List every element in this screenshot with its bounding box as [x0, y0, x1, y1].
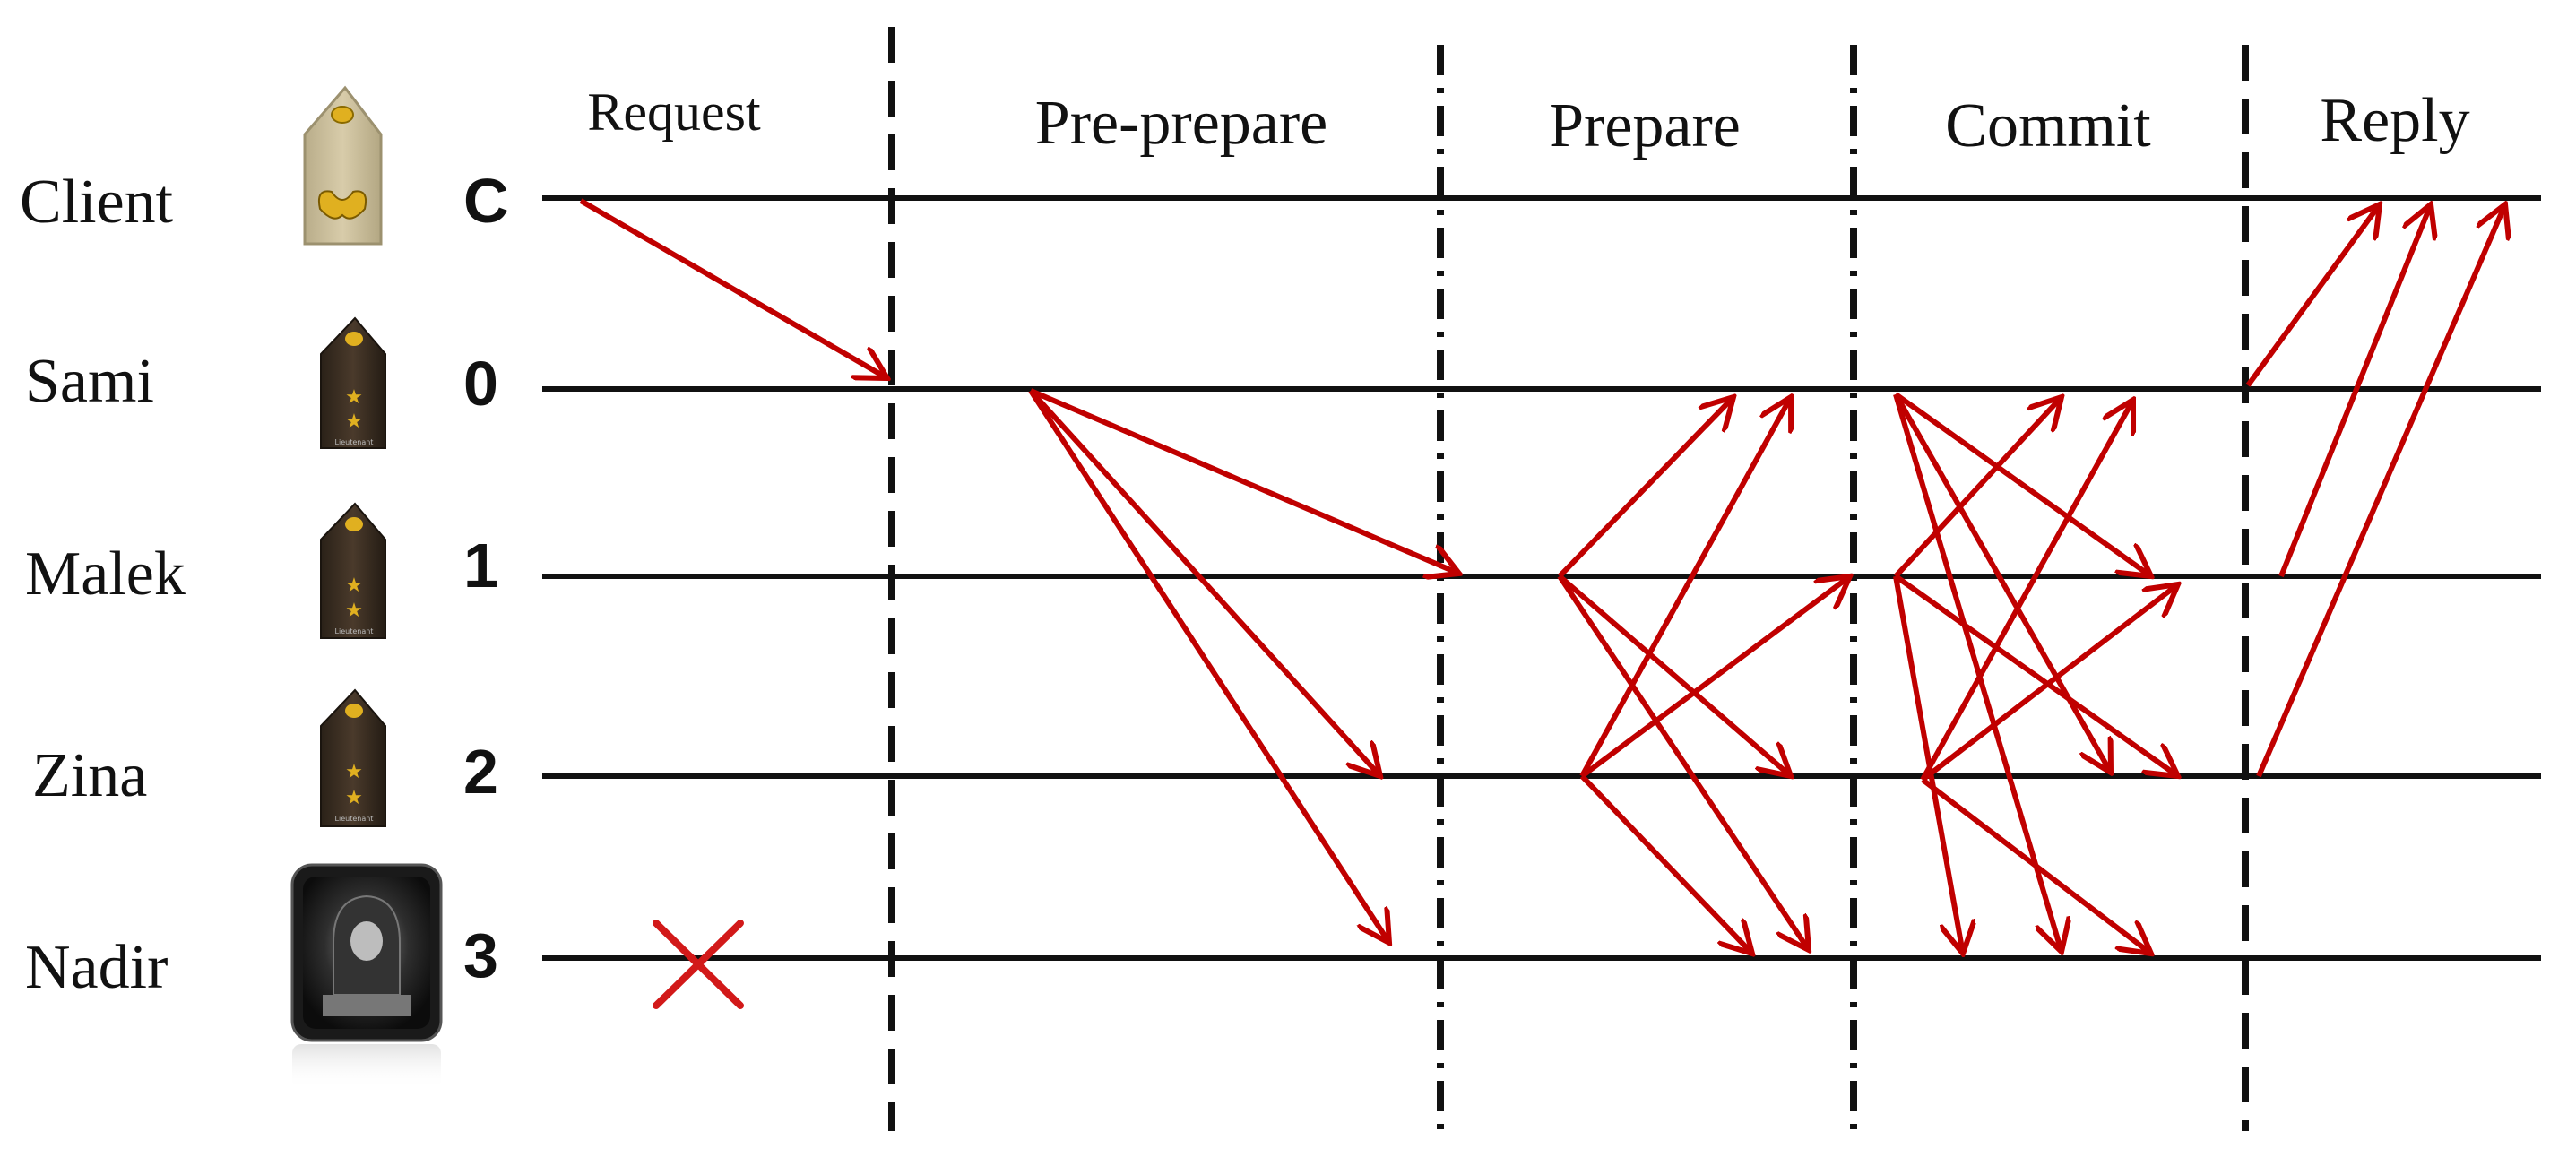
client-rank-insignia-icon [303, 85, 383, 246]
phase-label-request: Request [587, 82, 761, 142]
arrow-prepare-2-3 [1579, 773, 1752, 954]
arrow-reply-2-c [2256, 204, 2505, 778]
arrow-preprepare-0-2 [1028, 388, 1380, 776]
svg-text:Lieutenant: Lieutenant [335, 438, 374, 446]
node-id-malek: 1 [463, 531, 498, 600]
node-id-zina: 2 [463, 737, 498, 807]
svg-text:Lieutenant: Lieutenant [335, 815, 374, 823]
svg-text:★: ★ [345, 386, 363, 409]
arrow-commit-2-1 [1921, 584, 2178, 782]
arrow-commit-1-0 [1893, 397, 2062, 579]
timelines [542, 195, 2541, 961]
arrow-prepare-1-0 [1557, 397, 1733, 579]
arrow-prepare-2-0 [1579, 397, 1791, 778]
arrow-reply-1-c [2278, 204, 2431, 578]
svg-text:★: ★ [345, 600, 363, 622]
node-id-client: C [463, 166, 509, 236]
failed-node-cross-icon [653, 920, 744, 1009]
arrow-prepare-1-3 [1557, 574, 1809, 950]
arrow-commit-2-0 [1920, 400, 2133, 782]
phase-label-pre-prepare: Pre-prepare [1035, 89, 1327, 158]
arrow-preprepare-0-3 [1028, 389, 1389, 943]
arrow-commit-2-3 [1921, 777, 2151, 954]
phase-dividers [888, 27, 2249, 1131]
arrow-prepare-1-2 [1558, 574, 1791, 776]
phase-label-commit: Commit [1945, 91, 2151, 160]
node-name-nadir: Nadir [25, 933, 168, 1002]
message-arrows [579, 198, 2505, 954]
node-id-sami: 0 [463, 349, 498, 419]
arrow-reply-0-c [2245, 204, 2380, 387]
svg-text:★: ★ [345, 410, 363, 433]
arrow-commit-0-2 [1893, 393, 2111, 773]
arrow-commit-1-2 [1894, 574, 2178, 776]
node-name-sami: Sami [25, 347, 154, 416]
phase-label-reply: Reply [2320, 86, 2469, 155]
arrow-commit-0-3 [1893, 393, 2062, 952]
lieutenant-rank-insignia-icon: ★ ★ Lieutenant [320, 688, 386, 827]
hooded-hacker-icon [290, 863, 443, 1089]
phase-label-prepare: Prepare [1549, 91, 1741, 160]
node-name-client: Client [20, 168, 174, 237]
svg-text:★: ★ [345, 787, 363, 809]
svg-text:★: ★ [345, 574, 363, 597]
svg-text:Lieutenant: Lieutenant [335, 627, 374, 635]
lieutenant-rank-insignia-icon: ★ ★ Lieutenant [320, 316, 386, 449]
node-name-malek: Malek [25, 540, 186, 609]
node-id-nadir: 3 [463, 920, 498, 990]
arrow-prepare-2-1 [1580, 576, 1850, 779]
arrow-request-c-0 [579, 198, 887, 378]
lieutenant-rank-insignia-icon: ★ ★ Lieutenant [320, 502, 386, 639]
svg-text:★: ★ [345, 761, 363, 783]
arrow-preprepare-0-1 [1029, 388, 1459, 574]
arrow-commit-0-1 [1894, 392, 2151, 576]
node-name-zina: Zina [32, 741, 147, 810]
